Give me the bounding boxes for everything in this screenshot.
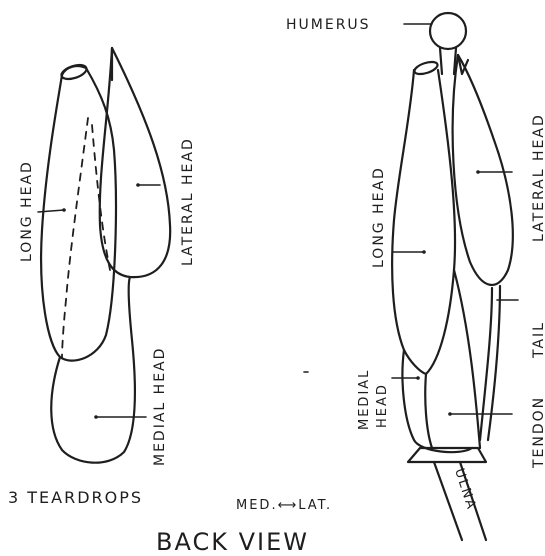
right-long-head-top [413, 60, 439, 77]
left-long-head-leader [38, 210, 64, 212]
humerus-label: HUMERUS [286, 17, 371, 33]
left-lateral-head-shape [100, 48, 170, 277]
right-tendon-label: TENDON [531, 396, 545, 469]
left-medial-head-label: MEDIAL HEAD [152, 347, 168, 466]
right-lateral-head-dot [476, 170, 480, 174]
right-long-head-label: LONG HEAD [371, 166, 387, 268]
ulna-label: ULNA [451, 467, 479, 513]
right-tendon-dot [448, 412, 452, 416]
left-long-head-top [60, 62, 88, 81]
right-medial-label: MEDIAL [357, 369, 372, 430]
back-view-title: BACK VIEW [156, 528, 309, 556]
right-figure: HUMERUS ULNA LONG HEAD LATERAL HEAD TAIL… [286, 13, 545, 540]
left-caption: 3 TEARDROPS [8, 488, 143, 507]
left-lateral-head-dot [136, 183, 140, 187]
left-hidden-long-edge [62, 118, 88, 358]
left-long-head-shape [41, 66, 116, 361]
humerus-head [430, 13, 466, 49]
humerus-shaft [440, 48, 456, 74]
left-medial-head-dot [94, 415, 98, 419]
right-long-head-dot [422, 250, 426, 254]
right-tendon-shape [425, 270, 480, 448]
right-medial-head-dot [416, 376, 420, 380]
right-lateral-tail-inner [488, 286, 500, 440]
right-medial-head-shape [402, 350, 472, 452]
right-tail-label: TAIL [531, 321, 545, 359]
left-medial-head-shape [51, 277, 135, 463]
right-head-label: HEAD [375, 383, 390, 428]
right-lateral-head-label: LATERAL HEAD [531, 113, 545, 242]
left-long-head-dot [62, 208, 66, 212]
left-lateral-head-label: LATERAL HEAD [180, 137, 196, 266]
left-long-head-label: LONG HEAD [19, 160, 35, 262]
direction-label: MED.⟷LAT. [236, 498, 332, 513]
left-figure: LONG HEAD LATERAL HEAD MEDIAL HEAD 3 TEA… [8, 48, 196, 507]
right-long-head-shape [392, 70, 455, 374]
right-lateral-head-shape [453, 55, 513, 285]
ulna-base [408, 448, 486, 462]
